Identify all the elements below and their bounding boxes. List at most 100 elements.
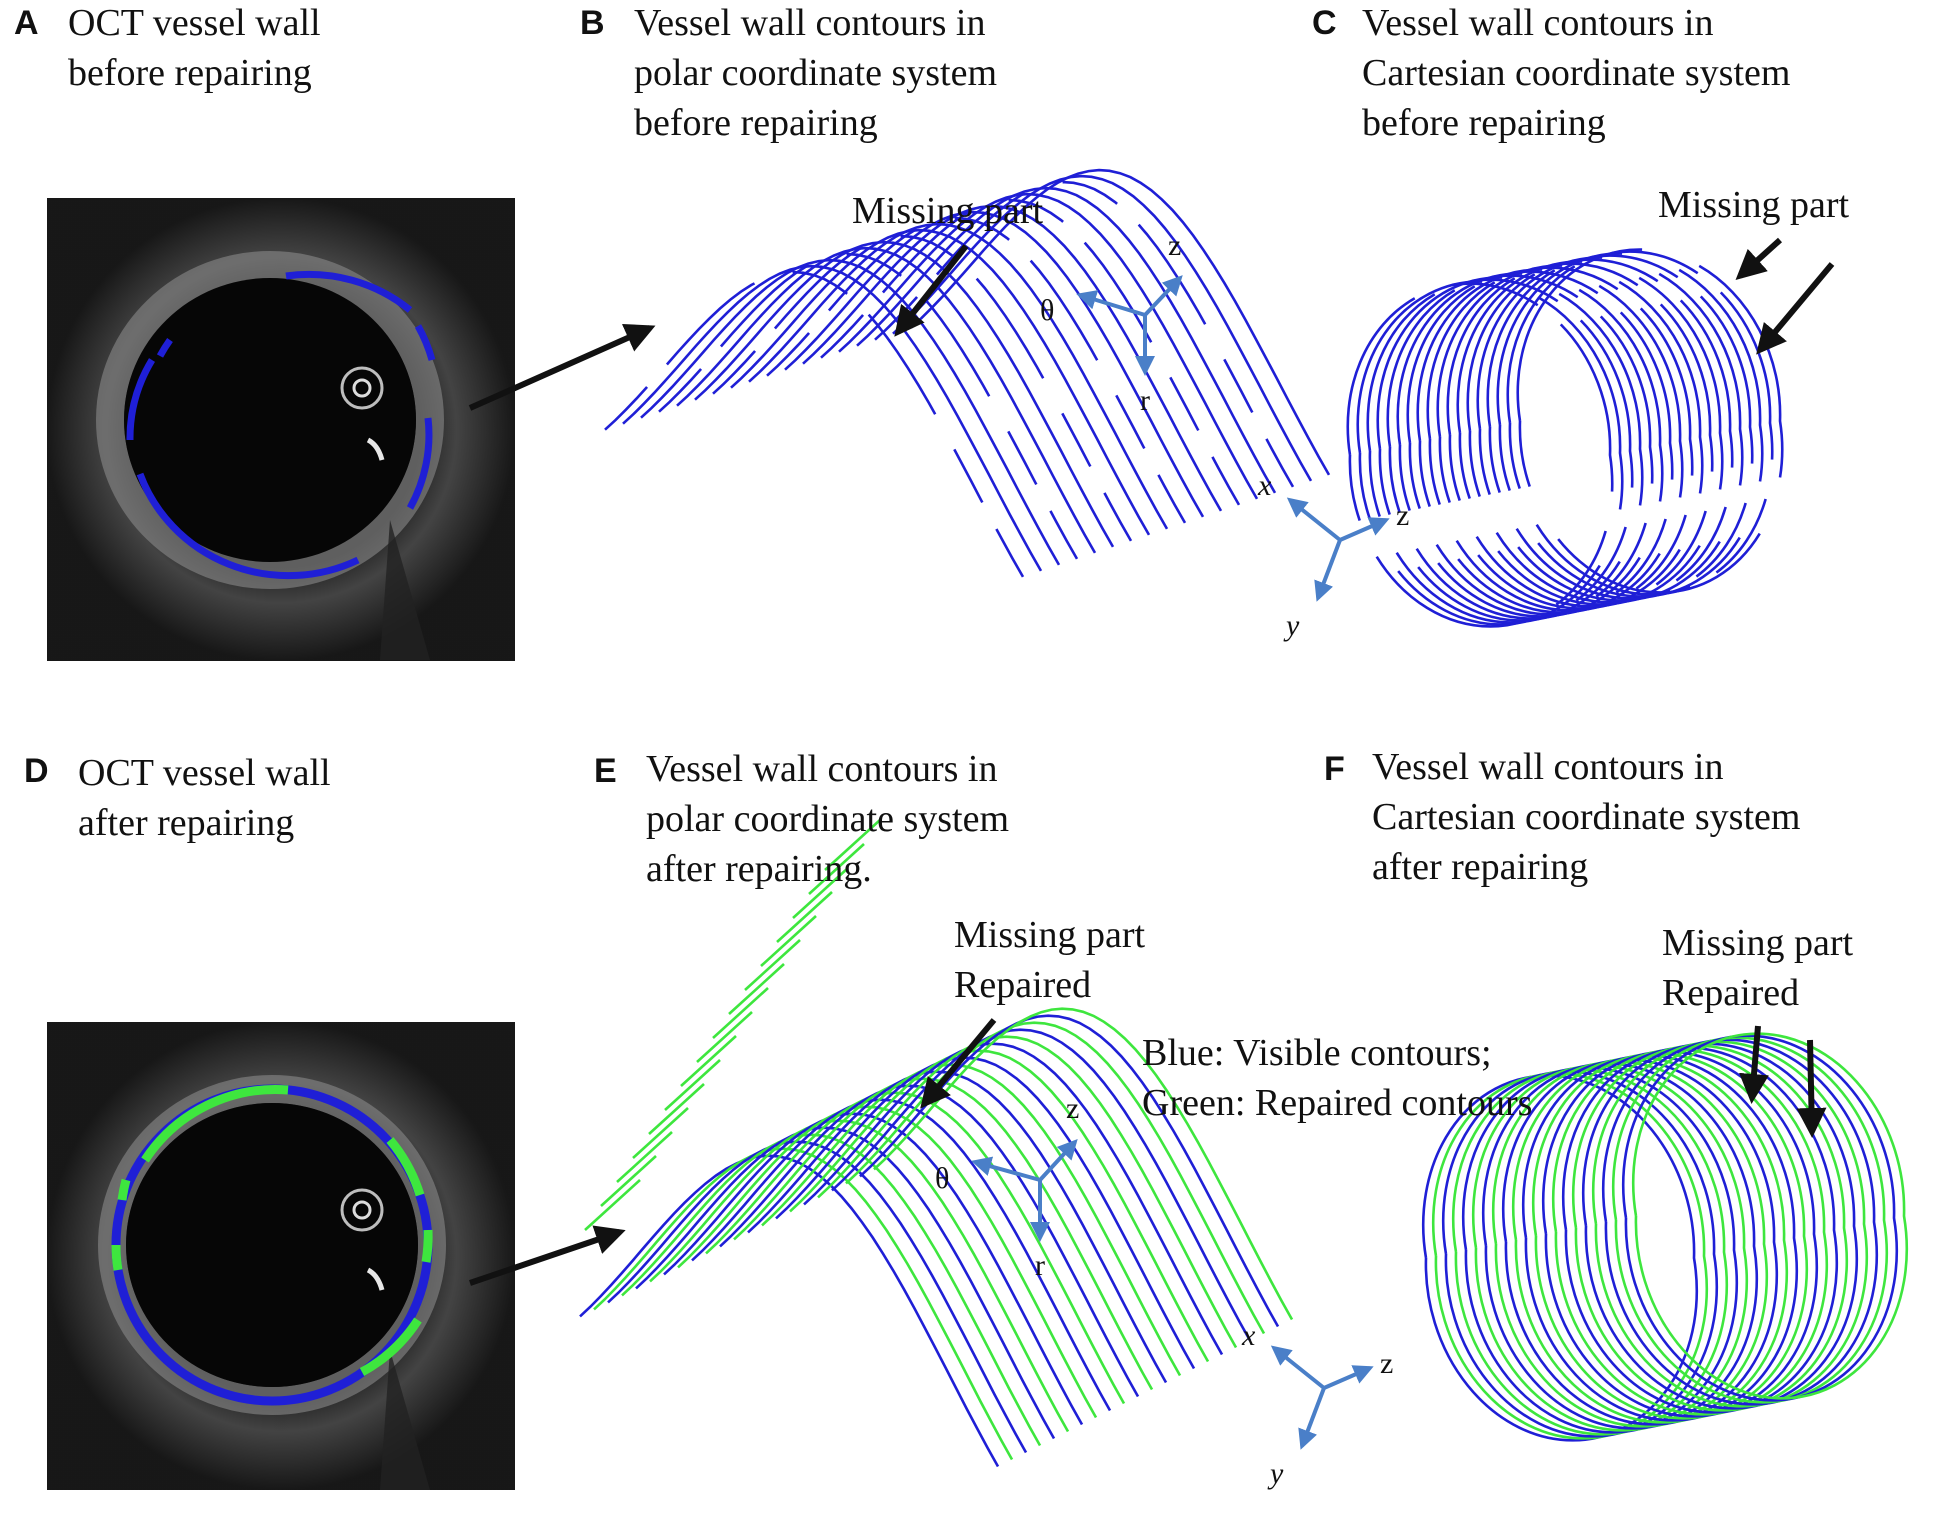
contour-ring xyxy=(1346,282,1614,628)
contour-ring xyxy=(1356,280,1624,626)
contour-line xyxy=(831,1028,1252,1342)
missing-part-arrow-c2 xyxy=(1756,262,1835,355)
repaired-segment xyxy=(600,1155,657,1207)
contour-ring xyxy=(1431,1072,1709,1440)
contour-ring xyxy=(1511,1056,1789,1424)
contour-line xyxy=(910,168,1331,476)
contour-ring xyxy=(1471,1064,1749,1432)
contour-ring xyxy=(1461,1066,1739,1434)
missing-part-arrow-c1 xyxy=(1735,237,1783,281)
repaired-segment xyxy=(808,843,865,895)
contour-line xyxy=(677,1105,1098,1419)
cartesian-axes-after xyxy=(1270,1345,1374,1450)
repaired-segment xyxy=(616,1131,673,1183)
contour-line xyxy=(691,1098,1112,1412)
contour-ring xyxy=(1561,1046,1839,1414)
cartesian-contours-before xyxy=(1346,248,1784,628)
contour-ring xyxy=(1436,264,1704,610)
polar-axes-after xyxy=(971,1139,1078,1242)
axis-label-r: r xyxy=(1140,384,1150,417)
contour-ring xyxy=(1426,266,1694,612)
contour-ring xyxy=(1551,1048,1829,1416)
contour-ring xyxy=(1481,1062,1759,1430)
axis-label-z: z xyxy=(1168,229,1181,262)
contour-ring xyxy=(1521,1054,1799,1422)
contour-line xyxy=(604,270,1025,578)
repaired-arrow-f2 xyxy=(1796,1039,1827,1138)
oct-image-after xyxy=(47,1022,515,1490)
visible-contour-segments xyxy=(126,270,436,580)
axis-label-r: r xyxy=(1035,1249,1045,1282)
contour-ring xyxy=(1581,1042,1859,1410)
contour-ring xyxy=(1406,270,1674,616)
axis-label-x: x xyxy=(1257,469,1272,502)
panel-letter-f: F xyxy=(1324,750,1345,788)
contour-ring xyxy=(1611,1036,1889,1404)
contour-line xyxy=(607,1140,1028,1454)
cartesian-contours-after xyxy=(1421,1032,1909,1442)
axis-label-theta: θ xyxy=(1040,294,1054,327)
contour-ring xyxy=(1441,1070,1719,1438)
contour-ring xyxy=(1601,1038,1879,1406)
repaired-contour-segments xyxy=(111,1085,433,1376)
missing-part-label-c: Missing part xyxy=(1658,184,1850,226)
contour-ring xyxy=(1486,254,1754,600)
contour-ring xyxy=(1366,278,1634,624)
contour-line xyxy=(856,186,1277,494)
missing-part-label-b: Missing part xyxy=(852,190,1044,232)
legend-repaired: Green: Repaired contours xyxy=(1142,1082,1533,1124)
repaired-segment xyxy=(632,1107,689,1159)
repaired-segment xyxy=(744,939,801,991)
polar-contours-after xyxy=(579,819,1294,1468)
contour-ring xyxy=(1376,276,1644,622)
contour-line xyxy=(874,180,1295,488)
oct-image-before xyxy=(47,198,515,661)
contour-ring xyxy=(1466,258,1734,604)
panel-letter-c: C xyxy=(1312,4,1337,42)
panel-letter-d: D xyxy=(24,752,49,790)
repaired-segment xyxy=(648,1083,705,1135)
legend-visible: Blue: Visible contours; xyxy=(1142,1032,1492,1074)
panel-letter-a: A xyxy=(14,4,39,42)
repaired-segment xyxy=(792,867,849,919)
cartesian-axes-before xyxy=(1286,497,1390,602)
repaired-arrow-f1 xyxy=(1739,1025,1769,1104)
contour-line xyxy=(663,1112,1084,1426)
contour-ring xyxy=(1456,260,1724,606)
missing-part-arrow-b xyxy=(894,244,969,337)
repaired-segment xyxy=(776,891,833,943)
repaired-segment xyxy=(680,1035,737,1087)
contour-ring xyxy=(1571,1044,1849,1412)
contour-ring xyxy=(1631,1032,1909,1400)
repaired-segment xyxy=(696,1011,753,1063)
panel-letter-b: B xyxy=(580,4,605,42)
contour-line xyxy=(838,192,1259,500)
contour-line xyxy=(640,258,1061,566)
contour-line xyxy=(649,1119,1070,1433)
pointer-arrow-d xyxy=(469,1225,626,1286)
axis-label-y: y xyxy=(1283,609,1300,642)
contour-ring xyxy=(1541,1050,1819,1418)
repaired-segment xyxy=(584,1179,641,1231)
contour-ring xyxy=(1386,274,1654,620)
contour-ring xyxy=(1621,1034,1899,1402)
contour-line xyxy=(817,1035,1238,1349)
contour-line xyxy=(761,1063,1182,1377)
contour-ring xyxy=(1506,250,1774,596)
contour-ring xyxy=(1476,256,1744,602)
contour-ring xyxy=(1591,1040,1869,1408)
contour-ring xyxy=(1496,252,1764,598)
contour-ring xyxy=(1516,248,1784,594)
contour-line xyxy=(579,1154,1000,1468)
contour-ring xyxy=(1421,1074,1699,1442)
contour-ring xyxy=(1446,262,1714,608)
contour-line xyxy=(747,1070,1168,1384)
contour-line xyxy=(845,1021,1266,1335)
